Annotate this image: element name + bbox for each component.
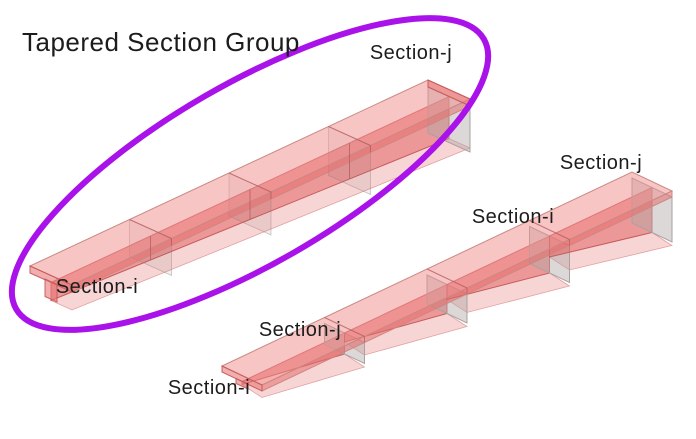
tapered-group-beam <box>28 79 472 311</box>
label-element-lower-section-j: Section-j <box>259 319 341 341</box>
label-element-lower-section-i: Section-i <box>168 377 250 399</box>
elements-division-lines <box>324 220 570 343</box>
elements-i-web-cap <box>235 377 249 390</box>
stepped-elements-beam <box>220 171 674 398</box>
group-highlight-ellipse <box>8 15 492 333</box>
group-beam-division-lines <box>129 126 371 260</box>
label-group-section-i: Section-i <box>56 276 138 298</box>
group-beam-i-web-cap <box>44 278 58 303</box>
label-element-upper-section-i: Section-i <box>472 206 554 228</box>
elements-i-flange-cap <box>221 365 263 392</box>
group-beam-i-flange-cap <box>29 265 73 293</box>
page-title: Tapered Section Group <box>22 27 300 57</box>
label-element-upper-section-j: Section-j <box>560 152 642 174</box>
label-group-section-j: Section-j <box>370 42 452 64</box>
